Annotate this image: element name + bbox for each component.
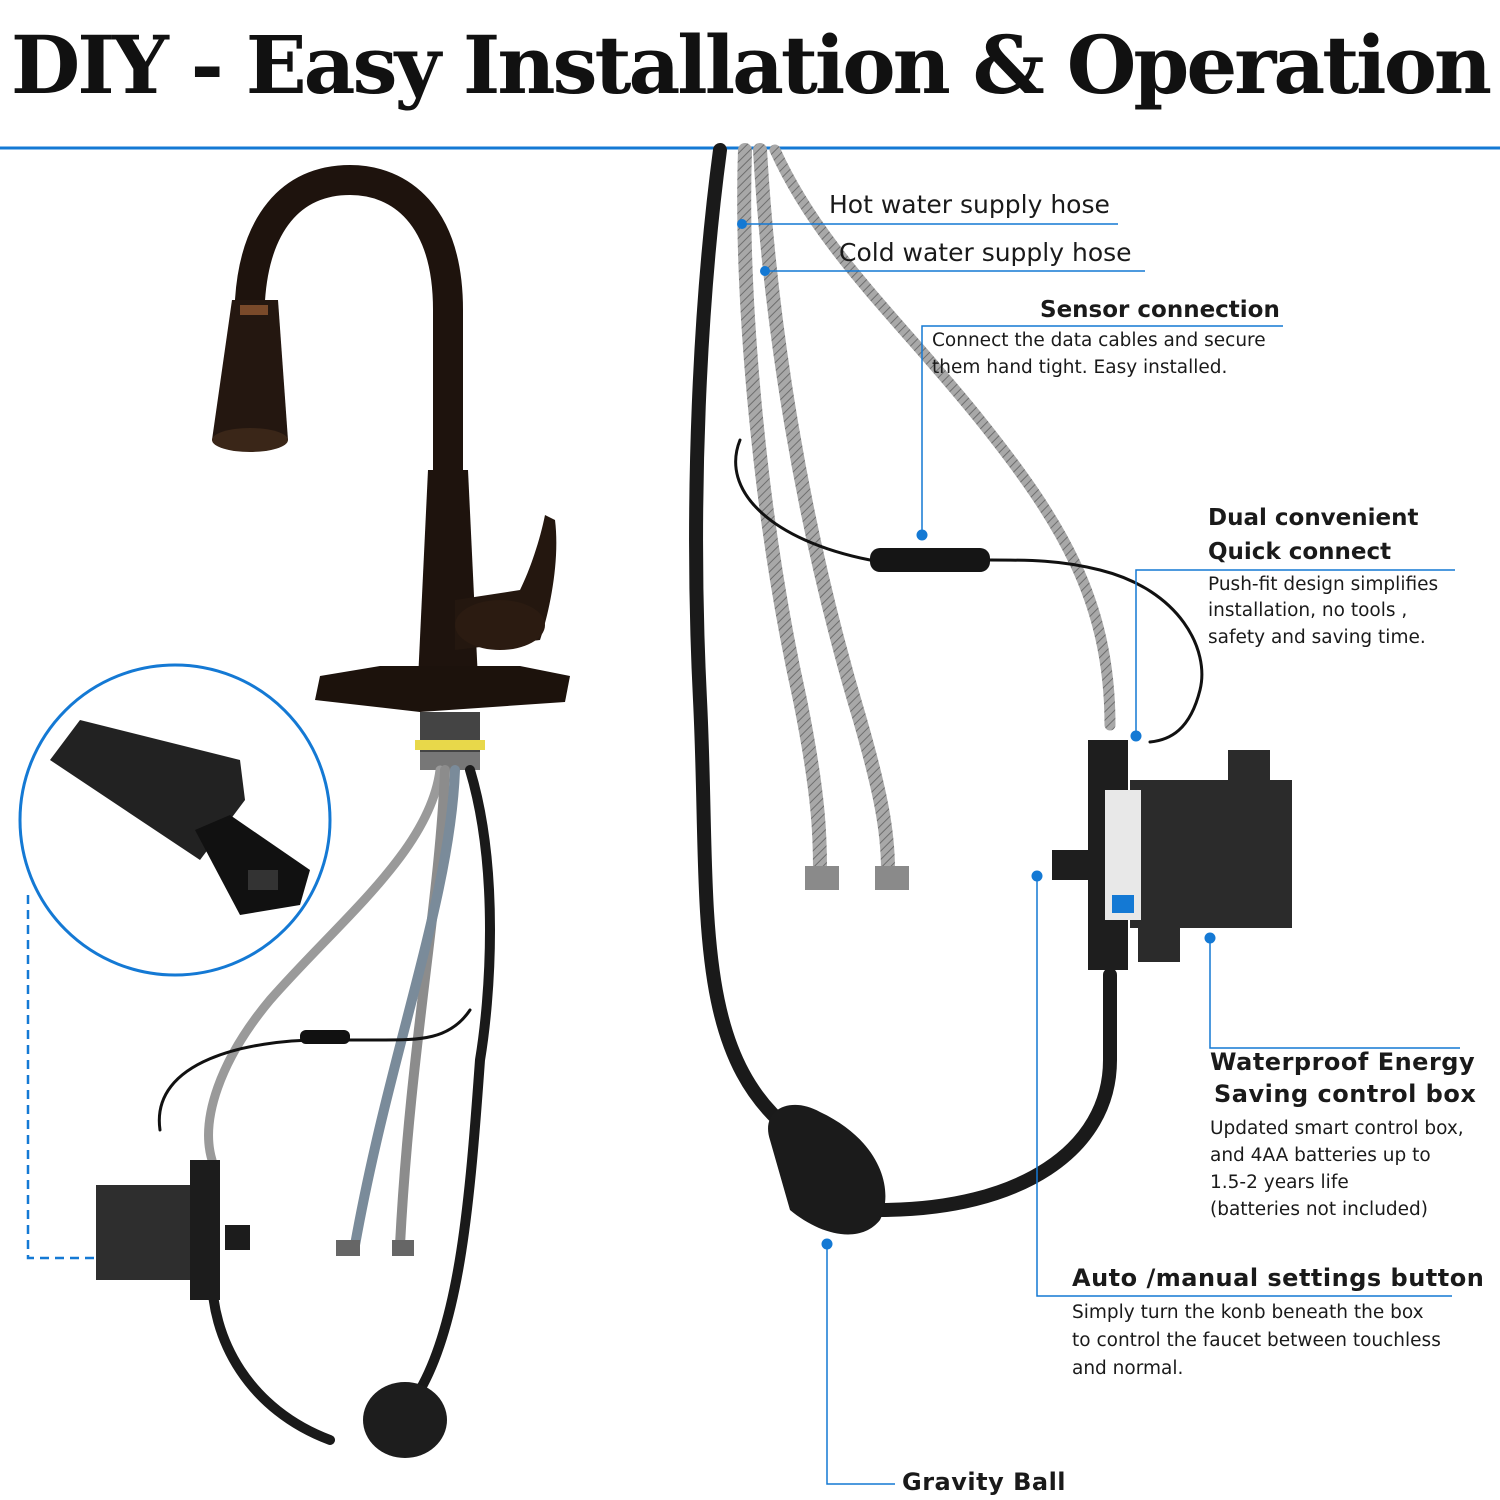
sensor-connection-desc-2: them hand tight. Easy installed. — [932, 357, 1228, 378]
auto-manual-title: Auto /manual settings button — [1072, 1264, 1485, 1292]
left-hoses — [157, 765, 495, 1445]
quick-connect-title-1: Dual convenient — [1208, 505, 1419, 531]
quick-connect-desc-2: installation, no tools , — [1208, 600, 1408, 621]
control-box-desc-2: and 4AA batteries up to — [1210, 1145, 1431, 1166]
faucet-illustration — [212, 164, 570, 770]
quick-connect-title-2: Quick connect — [1208, 539, 1392, 565]
page-title: DIY - Easy Installation & Operation — [10, 18, 1492, 112]
zoom-connector-detail — [18, 663, 332, 977]
right-control-box — [1052, 740, 1292, 970]
callout-dots — [737, 219, 1216, 1250]
auto-manual-desc-3: and normal. — [1072, 1358, 1184, 1379]
callout-lines — [742, 223, 1460, 1485]
control-box-title-1: Waterproof Energy — [1210, 1048, 1476, 1076]
left-control-box — [96, 1160, 250, 1300]
control-box-desc-3: 1.5-2 years life — [1210, 1172, 1349, 1193]
sensor-connection-desc-1: Connect the data cables and secure — [932, 330, 1266, 351]
control-box-title-2: Saving control box — [1214, 1080, 1477, 1108]
cold-hose-label: Cold water supply hose — [839, 238, 1132, 267]
right-hoses — [689, 143, 1204, 1217]
auto-manual-desc-1: Simply turn the konb beneath the box — [1072, 1302, 1424, 1323]
gravity-ball-title: Gravity Ball — [902, 1468, 1067, 1496]
sensor-connection-title: Sensor connection — [1040, 297, 1280, 323]
gravity-ball — [768, 1104, 886, 1235]
control-box-desc-1: Updated smart control box, — [1210, 1118, 1464, 1139]
hot-hose-label: Hot water supply hose — [829, 190, 1110, 219]
quick-connect-desc-3: safety and saving time. — [1208, 627, 1426, 648]
quick-connect-desc-1: Push-fit design simplifies — [1208, 574, 1439, 595]
control-box-desc-4: (batteries not included) — [1210, 1199, 1428, 1220]
zoom-leader-line — [26, 895, 96, 1260]
auto-manual-desc-2: to control the faucet between touchless — [1072, 1330, 1441, 1351]
